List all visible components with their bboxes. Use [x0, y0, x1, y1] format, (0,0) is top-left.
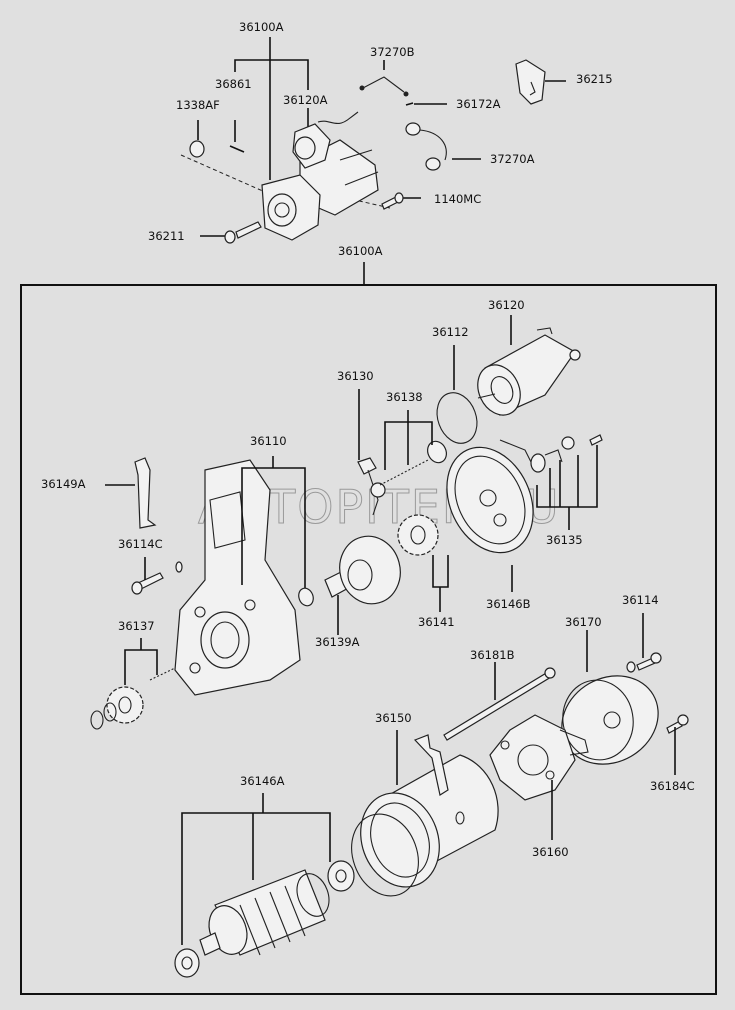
label-37270B: 37270B — [370, 45, 415, 59]
label-36114C: 36114C — [118, 537, 163, 551]
gear-housing-36146B-icon — [446, 439, 536, 554]
bolt-36114C-icon — [131, 561, 183, 595]
yoke-36150-icon — [351, 734, 499, 897]
label-36141: 36141 — [418, 615, 455, 629]
through-bolt-36181B-icon — [443, 667, 556, 741]
label-36139A: 36139A — [315, 635, 360, 649]
label-36149A: 36149A — [41, 477, 86, 491]
label-36130: 36130 — [337, 369, 374, 383]
armature-36146A-icon — [174, 860, 355, 978]
dashed-line-nut — [180, 154, 266, 193]
label-36211: 36211 — [148, 229, 185, 243]
label-37270A: 37270A — [490, 152, 535, 166]
label-1338AF: 1338AF — [176, 98, 220, 112]
pinion-36137-icon — [90, 667, 176, 730]
cable-37270A-icon — [405, 122, 447, 171]
assembly-frame — [20, 284, 717, 995]
label-36135: 36135 — [546, 533, 583, 547]
top-assembly-group: 36100A 36861 36120A 1338AF 36211 37270B … — [148, 20, 613, 244]
label-36100A-frame: 36100A — [338, 244, 383, 258]
label-1140MC: 1140MC — [434, 192, 481, 206]
dashed-line-bolt — [354, 199, 391, 209]
cover-36215-icon — [515, 59, 546, 105]
label-36181B: 36181B — [470, 648, 515, 662]
solenoid-36120-icon — [477, 327, 581, 416]
gear-36141-icon — [397, 514, 439, 556]
bolt-36211-icon — [224, 221, 262, 244]
starter-motor-icon — [261, 111, 379, 241]
pin-icon — [229, 145, 245, 153]
leader-36135-mid — [549, 455, 579, 507]
clutch-36139A-icon — [324, 535, 401, 605]
leader-bracket-36861 — [234, 59, 309, 90]
label-36215: 36215 — [576, 72, 613, 86]
label-36861: 36861 — [215, 77, 252, 91]
contact-set-36135-icon — [530, 434, 603, 473]
label-36112: 36112 — [432, 325, 469, 339]
leader-bracket-36135 — [536, 445, 598, 508]
label-36160: 36160 — [532, 845, 569, 859]
gasket-36112-icon — [436, 392, 478, 444]
label-36110: 36110 — [250, 434, 287, 448]
leader-bracket-36146A — [181, 812, 331, 945]
label-36172A: 36172A — [456, 97, 501, 111]
bolt-1140MC-icon — [381, 192, 404, 210]
screw-36172A-icon — [405, 102, 414, 106]
label-36114: 36114 — [622, 593, 659, 607]
housing-36110-icon — [174, 459, 301, 696]
label-36170: 36170 — [565, 615, 602, 629]
label-36120: 36120 — [488, 298, 525, 312]
bracket-36149A-icon — [134, 457, 157, 529]
brush-holder-36160-icon — [489, 714, 589, 801]
bolt-36114-icon — [626, 652, 662, 673]
label-36138: 36138 — [386, 390, 423, 404]
label-36100A-top: 36100A — [239, 20, 284, 34]
screw-36184C-icon — [666, 714, 689, 734]
leader-bracket-36141 — [432, 555, 449, 588]
leader-bracket-36137 — [124, 649, 158, 685]
cable-37270B-icon — [359, 76, 409, 97]
spring-36138-icon — [379, 440, 447, 486]
label-36120A: 36120A — [283, 93, 328, 107]
washer-icon — [298, 587, 314, 607]
exploded-parts-group: 36120 36112 36130 36138 — [41, 298, 695, 978]
label-36146A: 36146A — [240, 774, 285, 788]
label-36150: 36150 — [375, 711, 412, 725]
lever-36130-icon — [357, 457, 386, 516]
label-36137: 36137 — [118, 619, 155, 633]
label-36184C: 36184C — [650, 779, 695, 793]
label-36146B: 36146B — [486, 597, 531, 611]
nut-icon — [189, 140, 205, 158]
